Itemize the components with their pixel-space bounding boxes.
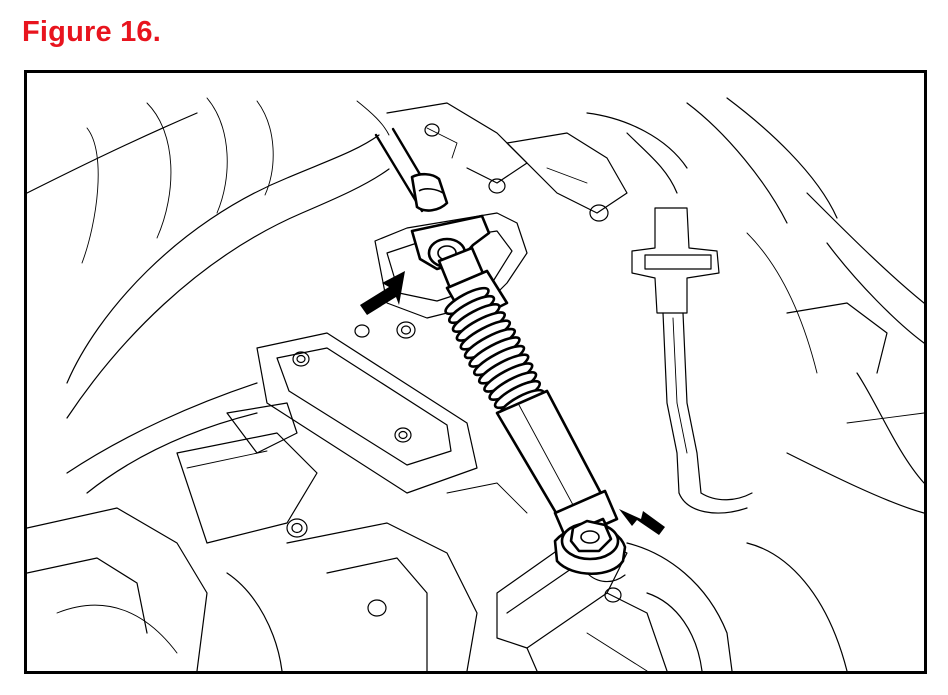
illustration-frame bbox=[24, 70, 927, 674]
shift-cable bbox=[374, 127, 449, 213]
callout-arrows bbox=[360, 271, 665, 535]
shift-cable-diagram bbox=[27, 97, 924, 671]
cable-bellows-boot bbox=[437, 246, 545, 418]
bracket-retainer-arrow bbox=[360, 271, 405, 315]
shift-lever-nut bbox=[553, 519, 627, 603]
mount-bracket bbox=[176, 324, 478, 544]
figure-title: Figure 16. bbox=[22, 16, 161, 48]
engine-background bbox=[27, 97, 924, 671]
wiring-connector bbox=[631, 207, 753, 514]
lever-nut-arrow bbox=[619, 509, 665, 535]
